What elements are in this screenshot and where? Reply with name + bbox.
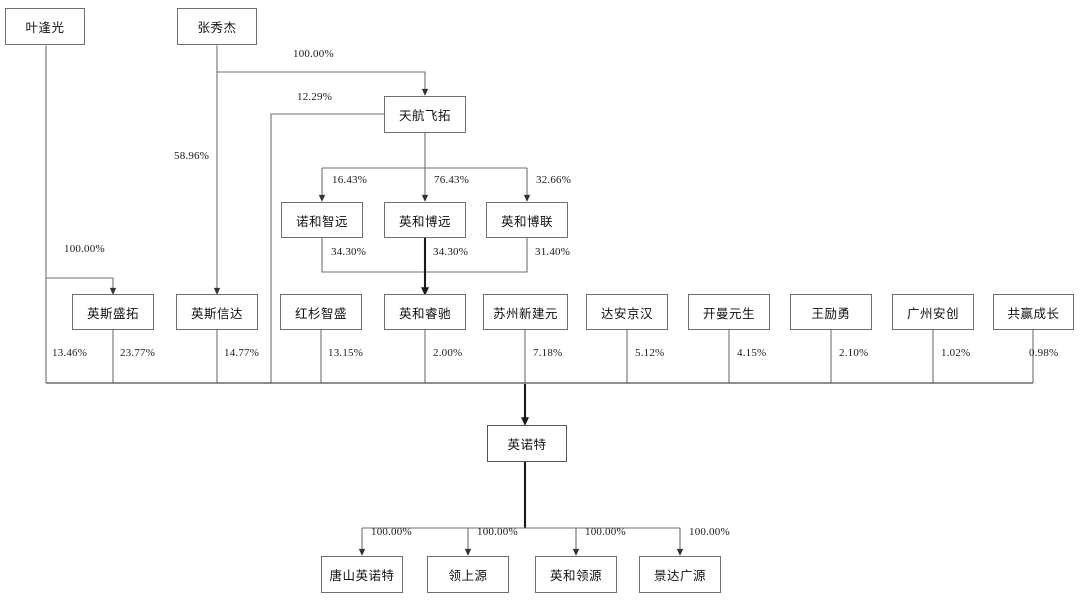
pct-daan-stake: 5.12% (635, 347, 665, 359)
node-label: 开曼元生 (702, 306, 755, 321)
pct-tianhang-to-nuohe: 16.43% (332, 174, 368, 186)
pct-yingsi-shengtuo-stake: 23.77% (120, 347, 156, 359)
node-label: 天航飞拓 (398, 109, 451, 123)
node-label: 领上源 (448, 569, 488, 583)
node-nuohe-zhiyuan[interactable]: 诺和智远 (281, 202, 363, 238)
node-label: 叶逢光 (25, 21, 65, 35)
pct-yingnuote-to-lingshangyuan: 100.00% (477, 526, 518, 538)
node-label: 景达广源 (653, 569, 706, 583)
node-label: 英诺特 (507, 438, 547, 452)
node-label: 共赢成长 (1007, 306, 1060, 321)
node-label: 苏州新建元 (492, 306, 558, 321)
pct-yingsi-xinda-stake: 14.77% (224, 347, 260, 359)
pct-hongshan-stake: 13.15% (328, 347, 364, 359)
node-label: 英和睿驰 (398, 306, 451, 321)
node-yinghe-boyuan[interactable]: 英和博远 (384, 202, 466, 238)
pct-nuohe-to-ruichi: 34.30% (331, 246, 367, 258)
edge-tianhang-to-bus (270, 113, 384, 383)
node-label: 英和博远 (398, 214, 451, 229)
pct-ye-to-yingsi-shengtuo: 100.00% (64, 243, 105, 255)
node-label: 张秀杰 (197, 21, 237, 35)
node-yinghe-bolian[interactable]: 英和博联 (486, 202, 568, 238)
node-gongying-chengzhang[interactable]: 共赢成长 (993, 294, 1074, 330)
node-ye-feng-guang[interactable]: 叶逢光 (5, 8, 85, 45)
node-label: 达安京汉 (600, 306, 653, 321)
pct-yinghe-ruichi-stake: 2.00% (433, 347, 463, 359)
node-label: 英斯盛拓 (86, 306, 139, 321)
node-kaiman-yuansheng[interactable]: 开曼元生 (688, 294, 770, 330)
pct-yingnuote-to-jingda: 100.00% (689, 526, 730, 538)
pct-tianhang-to-bus: 12.29% (297, 91, 333, 103)
pct-wang-stake: 2.10% (839, 347, 869, 359)
node-yingnuote[interactable]: 英诺特 (487, 425, 567, 462)
node-jingda-guangyuan[interactable]: 景达广源 (639, 556, 721, 593)
node-label: 广州安创 (906, 306, 959, 321)
pct-zhang-to-yingsi-xinda: 58.96% (174, 150, 210, 162)
pct-zhang-to-tianhang: 100.00% (293, 48, 334, 60)
node-guangzhou-anchuang[interactable]: 广州安创 (892, 294, 974, 330)
pct-boyuan-to-ruichi: 34.30% (433, 246, 469, 258)
edge-zhang-to-tianhang (217, 71, 429, 96)
pct-guangzhou-stake: 1.02% (941, 347, 971, 359)
pct-yingnuote-to-yinghe-lingyuan: 100.00% (585, 526, 626, 538)
node-label: 唐山英诺特 (329, 569, 395, 583)
pct-tianhang-to-boyuan: 76.43% (434, 174, 470, 186)
pct-yingnuote-to-tangshan: 100.00% (371, 526, 412, 538)
node-zhang-xiu-jie[interactable]: 张秀杰 (177, 8, 257, 45)
pct-tianhang-to-bolian: 32.66% (536, 174, 572, 186)
node-yinghe-ruichi[interactable]: 英和睿驰 (384, 294, 466, 330)
node-label: 英和博联 (500, 214, 553, 229)
node-tianhang-feituo[interactable]: 天航飞拓 (384, 96, 466, 133)
node-label: 红杉智盛 (294, 306, 347, 321)
node-suzhou-xinjianyuan[interactable]: 苏州新建元 (483, 294, 568, 330)
node-label: 英和领源 (549, 569, 602, 583)
node-yinghe-lingyuan[interactable]: 英和领源 (535, 556, 617, 593)
node-daan-jinghan[interactable]: 达安京汉 (586, 294, 668, 330)
pct-gongying-stake: 0.98% (1029, 347, 1059, 359)
node-label: 王励勇 (811, 306, 851, 321)
node-tangshan-yingnuote[interactable]: 唐山英诺特 (321, 556, 403, 593)
node-label: 诺和智远 (295, 214, 348, 229)
pct-kaiman-stake: 4.15% (737, 347, 767, 359)
node-yingsi-shengtuo[interactable]: 英斯盛拓 (72, 294, 154, 330)
pct-suzhou-stake: 7.18% (533, 347, 563, 359)
node-label: 英斯信达 (190, 306, 243, 321)
node-hongshan-zhisheng[interactable]: 红杉智盛 (280, 294, 362, 330)
edge-ye-to-yingsi-shengtuo (46, 277, 117, 295)
node-lingshangyuan[interactable]: 领上源 (427, 556, 509, 593)
node-wang-liyong[interactable]: 王励勇 (790, 294, 872, 330)
node-yingsi-xinda[interactable]: 英斯信达 (176, 294, 258, 330)
pct-bolian-to-ruichi: 31.40% (535, 246, 571, 258)
pct-ye-feng-guang-stake: 13.46% (52, 347, 88, 359)
